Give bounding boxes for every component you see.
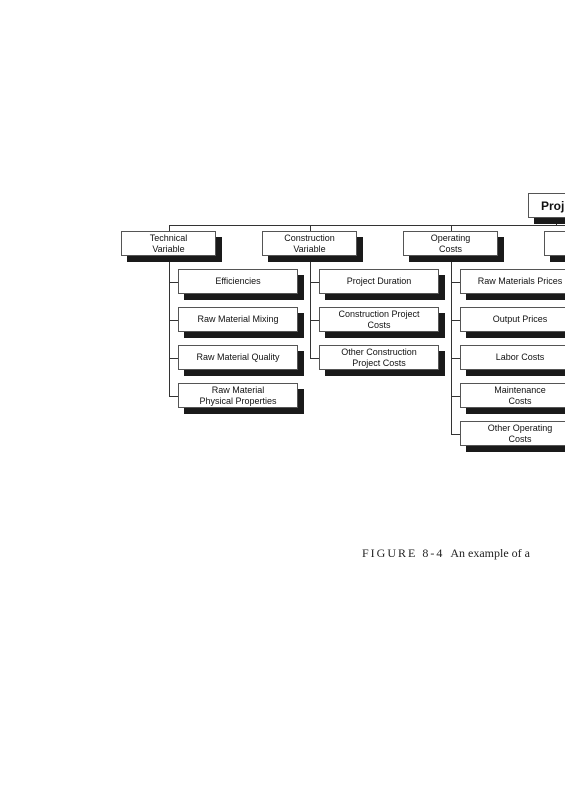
category-node (544, 231, 565, 256)
item-node: Maintenance Costs (460, 383, 565, 408)
category-node: Operating Costs (403, 231, 498, 256)
category-connector (450, 225, 452, 231)
item-node: Other Construction Project Costs (319, 345, 439, 370)
item-node: Raw Material Physical Properties (178, 383, 298, 408)
root-connector (556, 217, 557, 225)
item-connector (169, 319, 178, 321)
item-node: Labor Costs (460, 345, 565, 370)
figure-caption: FIGURE 8-4 An example of a (362, 546, 530, 561)
item-connector (310, 357, 319, 359)
item-connector (310, 319, 319, 321)
category-connector (168, 225, 170, 231)
item-node: Project Duration (319, 269, 439, 294)
item-connector (451, 395, 460, 397)
category-spine (169, 256, 170, 396)
item-node: Output Prices (460, 307, 565, 332)
item-node: Efficiencies (178, 269, 298, 294)
item-connector (451, 319, 460, 321)
item-connector (169, 357, 178, 359)
item-connector (310, 281, 319, 283)
item-node: Other Operating Costs (460, 421, 565, 446)
item-node: Raw Material Mixing (178, 307, 298, 332)
item-node: Raw Materials Prices (460, 269, 565, 294)
category-spine (451, 256, 452, 434)
item-connector (169, 395, 178, 397)
item-connector (169, 281, 178, 283)
item-connector (451, 433, 460, 435)
category-connector (309, 225, 311, 231)
root-node-label: Proj (541, 198, 565, 213)
category-spine (310, 256, 311, 358)
figure-caption-text: An example of a (450, 546, 530, 560)
item-connector (451, 357, 460, 359)
root-node: Proj (528, 193, 565, 218)
category-node: Technical Variable (121, 231, 216, 256)
figure-caption-label: FIGURE 8-4 (362, 546, 445, 560)
item-node: Construction Project Costs (319, 307, 439, 332)
bus-connector (168, 225, 565, 226)
item-node: Raw Material Quality (178, 345, 298, 370)
item-connector (451, 281, 460, 283)
category-node: Construction Variable (262, 231, 357, 256)
